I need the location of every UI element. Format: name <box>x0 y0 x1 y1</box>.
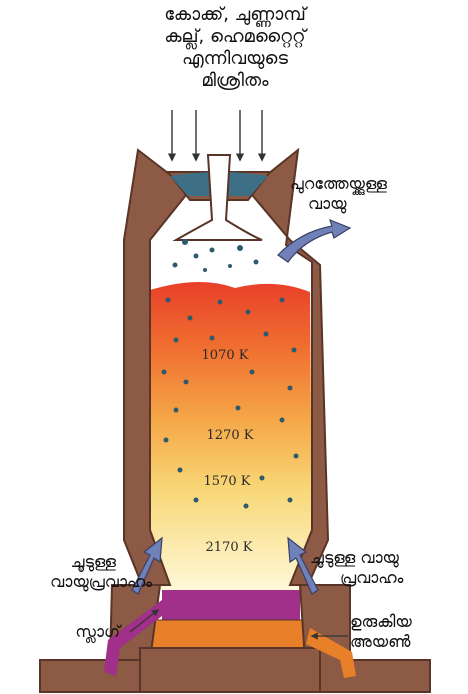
charge-input-line-2: കല്ല്, ഹെമറ്റൈറ്റ് <box>100 26 370 48</box>
temperature-1270: 1270 K <box>185 428 275 443</box>
outlet-gas-line-1: പുറത്തേയ്ക്കുള്ള <box>290 174 460 194</box>
hot-air-right-line-2: പ്രവാഹം <box>310 568 466 588</box>
charge-input-line-4: മിശ്രിതം <box>100 70 370 92</box>
hot-air-left-label: ചൂടുള്ള വായുപ്രവാഹം <box>2 552 152 592</box>
molten-iron-line-1: ഉരുകിയ <box>350 612 460 632</box>
molten-iron-layer <box>152 620 310 648</box>
outlet-gas-line-2: വായു <box>290 194 460 214</box>
charge-input-arrows <box>172 110 262 160</box>
temperature-1070: 1070 K <box>180 348 270 363</box>
charge-input-line-1: കോക്ക്, ചുണ്ണാമ്പ് <box>100 4 370 26</box>
charge-input-line-3: എന്നിവയുടെ <box>100 48 370 70</box>
hearth-base <box>140 648 320 692</box>
hot-air-left-line-1: ചൂടുള്ള <box>2 552 152 572</box>
molten-iron-line-2: അയൺ <box>350 632 460 652</box>
temperature-1570: 1570 K <box>182 474 272 489</box>
hot-air-right-line-1: ചൂടുള്ള വായു <box>310 548 466 568</box>
outlet-gas-label: പുറത്തേയ്ക്കുള്ള വായു <box>290 174 460 214</box>
hot-air-right-label: ചൂടുള്ള വായു പ്രവാഹം <box>310 548 466 588</box>
hot-air-left-line-2: വായുപ്രവാഹം <box>2 572 152 592</box>
slag-layer <box>162 590 300 620</box>
temperature-2170: 2170 K <box>184 540 274 555</box>
molten-iron-label: ഉരുകിയ അയൺ <box>350 612 460 652</box>
slag-label: സ്ലാഗ് <box>10 622 120 642</box>
charge-input-label: കോക്ക്, ചുണ്ണാമ്പ് കല്ല്, ഹെമറ്റൈറ്റ് എന… <box>100 4 370 92</box>
